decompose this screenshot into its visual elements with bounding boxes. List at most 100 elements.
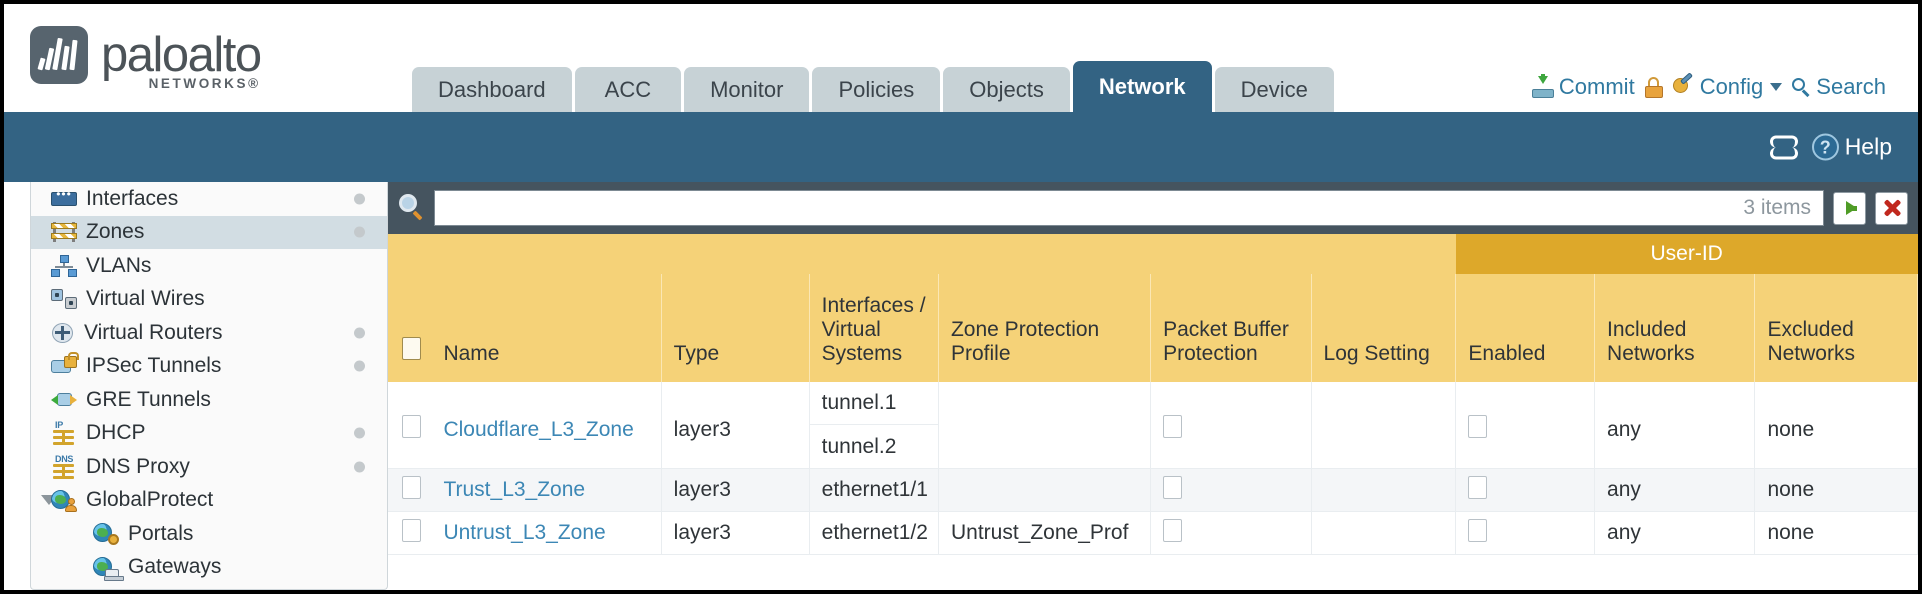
help-button[interactable]: ? Help xyxy=(1811,133,1892,161)
brand-logo: paloalto NETWORKS® xyxy=(30,26,262,91)
sidebar-item-label: Portals xyxy=(128,521,194,545)
brand-subtitle: NETWORKS® xyxy=(148,76,261,91)
row-checkbox[interactable] xyxy=(402,475,421,499)
cell-zone-protection-profile xyxy=(938,468,1152,512)
tab-policies[interactable]: Policies xyxy=(812,67,941,112)
status-dot xyxy=(354,193,365,205)
sidebar-item-gateways[interactable]: Gateways xyxy=(31,551,387,585)
search-button[interactable]: Search xyxy=(1792,74,1886,100)
tab-objects[interactable]: Objects xyxy=(943,67,1070,112)
sidebar-item-vlans[interactable]: VLANs xyxy=(31,249,387,283)
sidebar-item-portals[interactable]: Portals xyxy=(31,517,387,551)
sub-toolbar-actions: ? Help xyxy=(1768,133,1892,161)
commit-button[interactable]: Commit xyxy=(1531,74,1635,100)
virtual-wires-icon xyxy=(51,288,77,310)
body-area: Interfaces Zones VLANs xyxy=(4,182,1918,590)
row-select-cell xyxy=(388,511,432,555)
packet-buffer-protection-checkbox[interactable] xyxy=(1163,475,1183,499)
expander-triangle-icon[interactable] xyxy=(41,495,57,506)
cell-excluded-networks: none xyxy=(1754,468,1918,512)
sidebar-item-label: DNS Proxy xyxy=(86,454,190,478)
sidebar-item-label: VLANs xyxy=(86,253,152,277)
tab-acc[interactable]: ACC xyxy=(574,67,682,112)
col-header-log-setting[interactable]: Log Setting xyxy=(1311,274,1457,382)
sidebar-item-dns-proxy[interactable]: DNS DNS Proxy xyxy=(31,450,387,484)
col-header-name[interactable]: Name xyxy=(431,274,662,382)
userid-enabled-checkbox[interactable] xyxy=(1468,475,1488,499)
tab-monitor[interactable]: Monitor xyxy=(684,67,810,112)
sidebar-item-label: Virtual Wires xyxy=(86,287,205,311)
sidebar-item-virtual-wires[interactable]: Virtual Wires xyxy=(31,283,387,317)
cell-packet-buffer-protection xyxy=(1150,468,1312,512)
cell-name: Trust_L3_Zone xyxy=(431,468,662,512)
row-checkbox[interactable] xyxy=(402,415,421,438)
sidebar-item-virtual-routers[interactable]: Virtual Routers xyxy=(31,316,387,350)
sidebar-item-label: Virtual Routers xyxy=(84,320,223,344)
cell-userid-enabled xyxy=(1455,511,1596,555)
commit-label: Commit xyxy=(1558,74,1635,99)
tab-device[interactable]: Device xyxy=(1214,67,1334,112)
zone-name-link[interactable]: Untrust_L3_Zone xyxy=(443,521,606,544)
sidebar-item-label: GlobalProtect xyxy=(86,488,214,512)
sidebar-item-zones[interactable]: Zones xyxy=(31,215,387,249)
apply-filter-icon[interactable] xyxy=(1833,191,1866,225)
table-group-header-row: User-ID xyxy=(388,234,1918,274)
refresh-icon[interactable] xyxy=(1768,135,1798,159)
cell-type: layer3 xyxy=(661,511,810,555)
col-header-zone-protection-profile[interactable]: Zone Protection Profile xyxy=(938,274,1152,382)
zones-table-body: Cloudflare_L3_Zone layer3 tunnel.1 tunne… xyxy=(388,382,1918,555)
col-header-type[interactable]: Type xyxy=(661,274,810,382)
network-sidebar: Interfaces Zones VLANs xyxy=(30,182,388,590)
table-row[interactable]: Trust_L3_Zone layer3 ethernet1/1 xyxy=(388,468,1918,512)
sidebar-item-gre-tunnels[interactable]: GRE Tunnels xyxy=(31,383,387,417)
row-checkbox[interactable] xyxy=(402,518,421,542)
dhcp-icon: IP xyxy=(51,420,77,446)
sidebar-item-ipsec-tunnels[interactable]: IPSec Tunnels xyxy=(31,350,387,384)
clear-filter-icon[interactable] xyxy=(1875,191,1908,225)
col-header-interfaces[interactable]: Interfaces / Virtual Systems xyxy=(809,274,939,382)
cell-included-networks: any xyxy=(1594,511,1756,555)
zone-name-link[interactable]: Trust_L3_Zone xyxy=(443,478,586,501)
items-count-label: 3 items xyxy=(1743,196,1811,219)
cell-type: layer3 xyxy=(661,468,810,512)
lock-icon xyxy=(1644,76,1663,98)
col-header-packet-buffer-protection[interactable]: Packet Buffer Protection xyxy=(1150,274,1312,382)
sidebar-item-dhcp[interactable]: IP DHCP xyxy=(31,417,387,451)
packet-buffer-protection-checkbox[interactable] xyxy=(1163,518,1183,542)
cell-zone-protection-profile xyxy=(938,382,1152,469)
cell-zone-protection-profile: Untrust_Zone_Prof xyxy=(938,511,1152,555)
zones-content-pane: 3 items xyxy=(388,182,1918,590)
sidebar-item-interfaces[interactable]: Interfaces xyxy=(31,182,387,216)
zone-name-link[interactable]: Cloudflare_L3_Zone xyxy=(443,417,634,441)
gateways-icon xyxy=(93,556,124,581)
config-menu-button[interactable]: Config xyxy=(1672,72,1783,100)
cell-interfaces: ethernet1/1 xyxy=(809,468,939,512)
table-row[interactable]: Untrust_L3_Zone layer3 ethernet1/2 Untru… xyxy=(388,511,1918,555)
group-header-blank xyxy=(388,234,1456,274)
main-nav-tabs: Dashboard ACC Monitor Policies Objects N… xyxy=(412,61,1334,112)
portals-icon xyxy=(93,522,119,546)
lock-button[interactable] xyxy=(1644,76,1663,98)
sidebar-item-globalprotect[interactable]: GlobalProtect xyxy=(31,484,387,518)
ipsec-tunnels-icon xyxy=(51,352,79,376)
brand-name: paloalto xyxy=(101,28,262,82)
col-header-excluded-networks[interactable]: Excluded Networks xyxy=(1754,274,1918,382)
globalprotect-icon xyxy=(51,489,77,512)
search-icon[interactable] xyxy=(388,182,434,234)
col-header-userid-enabled[interactable]: Enabled xyxy=(1455,274,1596,382)
select-all-checkbox[interactable] xyxy=(402,337,421,360)
status-dot xyxy=(354,226,365,238)
status-dot xyxy=(354,461,365,473)
col-header-included-networks[interactable]: Included Networks xyxy=(1594,274,1756,382)
tab-network[interactable]: Network xyxy=(1072,61,1212,112)
cell-packet-buffer-protection xyxy=(1150,382,1312,469)
userid-enabled-checkbox[interactable] xyxy=(1468,518,1488,542)
filter-toolbar: 3 items xyxy=(388,182,1918,234)
tab-dashboard[interactable]: Dashboard xyxy=(412,67,572,112)
header-actions: Commit Config Search xyxy=(1531,72,1886,100)
search-input[interactable]: 3 items xyxy=(434,190,1824,226)
packet-buffer-protection-checkbox[interactable] xyxy=(1163,415,1183,438)
userid-enabled-checkbox[interactable] xyxy=(1468,415,1488,438)
interface-entry: tunnel.2 xyxy=(821,434,897,458)
